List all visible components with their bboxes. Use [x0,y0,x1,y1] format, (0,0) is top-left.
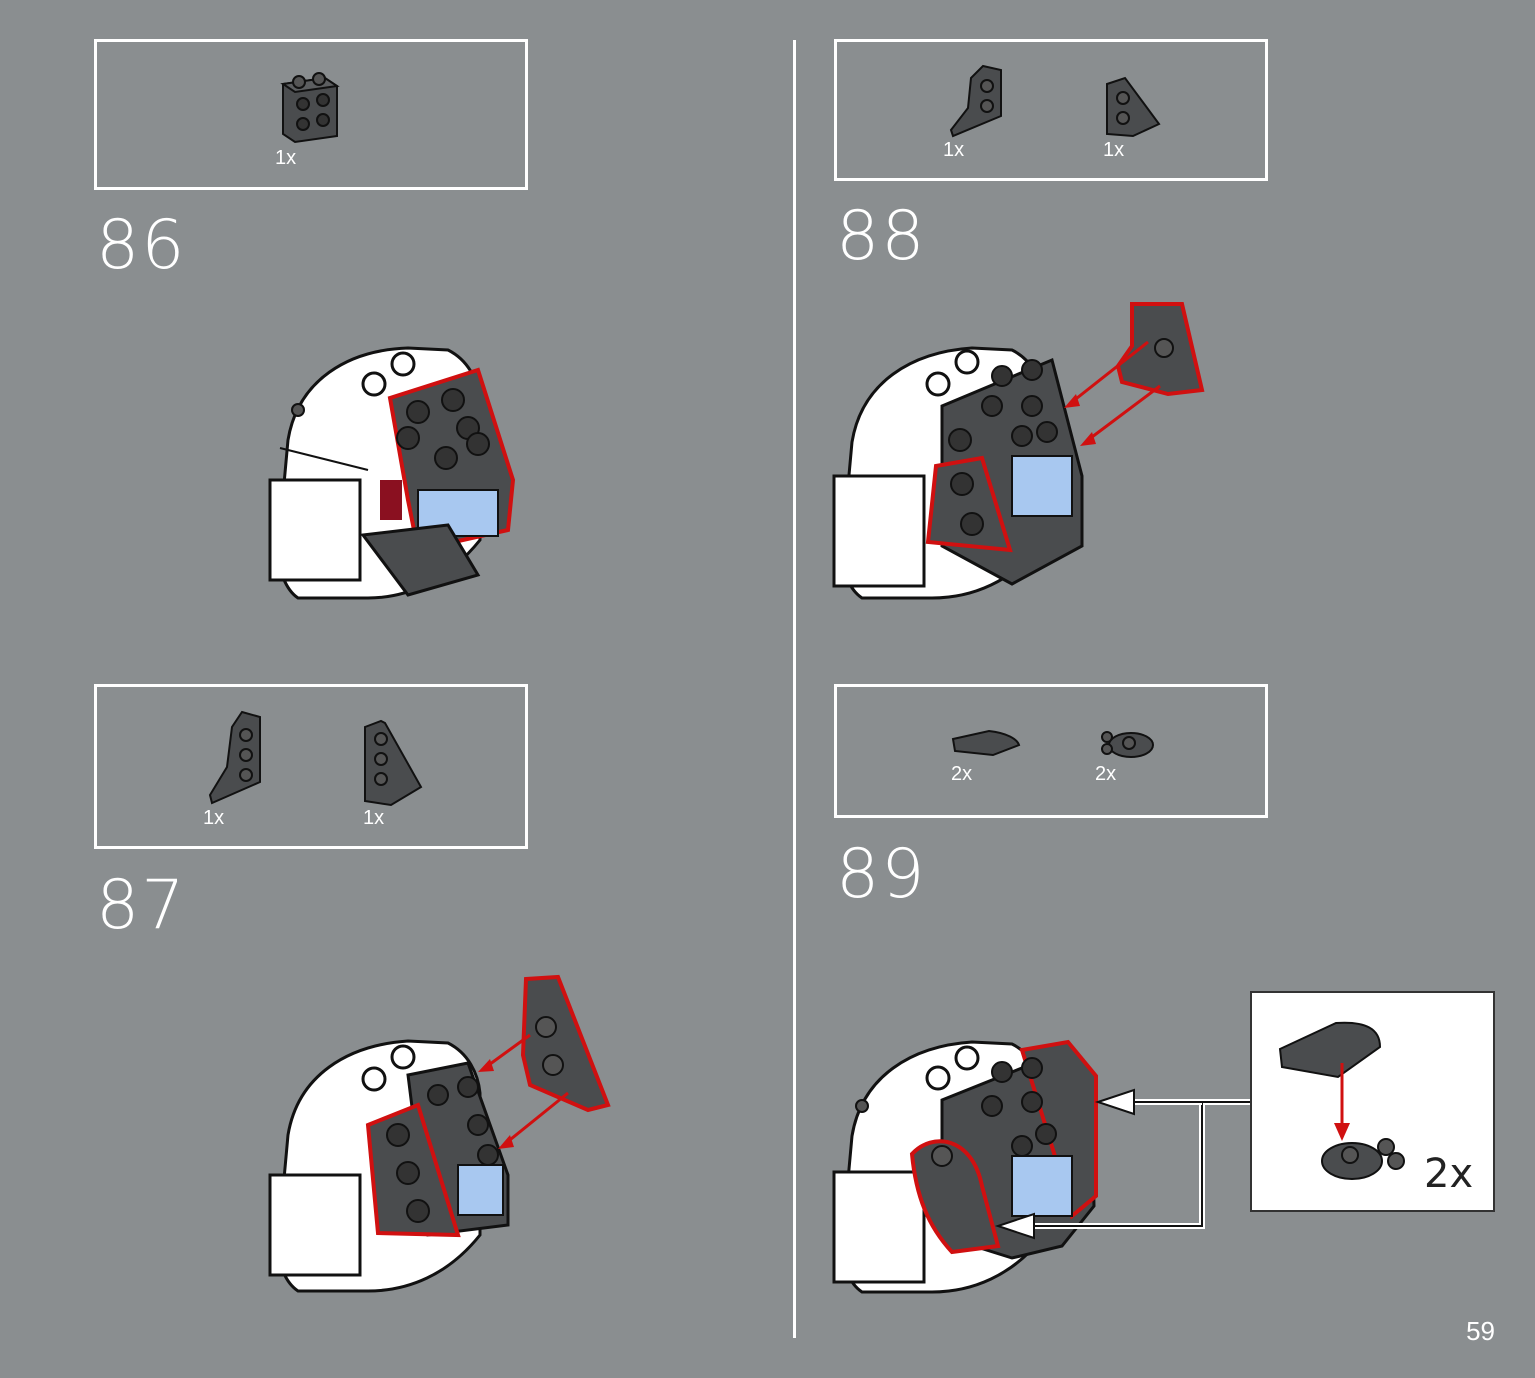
curved-slope-tile-icon [951,729,1021,757]
assembly-arrow-icon [1334,1063,1350,1141]
wedge-plate-right-icon [364,719,423,807]
step-number-89: 89 [836,835,927,914]
part-qty: 1x [1103,139,1125,161]
page-number: 59 [1466,1316,1495,1346]
step-88-assembly-illustration [832,302,1205,600]
parts-box-step-88: 1x 1x [834,39,1268,181]
step-number-87: 87 [96,866,187,945]
plate-with-clip-icon [1101,731,1154,758]
wedge-plate-right-small-icon [1106,76,1161,138]
parts-box-step-87: 1x 1x [94,684,528,849]
brick-2x2-studs-both-sides-icon [280,72,340,144]
part-qty: 1x [943,139,965,161]
part-qty: 1x [203,807,225,829]
curved-slope-tile-icon [1278,1021,1382,1079]
subassembly-callout: 2x [1250,991,1495,1212]
step-89-assembly-illustration [832,1039,1250,1294]
part-qty: 1x [275,147,297,169]
parts-box-step-86: 1x [94,39,528,190]
plate-with-clip-icon [1321,1138,1405,1180]
part-qty: 2x [1095,763,1117,785]
step-number-86: 86 [96,206,187,285]
step-number-88: 88 [836,197,927,276]
wedge-plate-left-small-icon [949,64,1002,138]
part-qty: 2x [951,763,973,785]
callout-qty: 2x [1424,1151,1474,1197]
step-87-assembly-illustration [268,974,611,1293]
part-qty: 1x [363,807,385,829]
wedge-plate-left-icon [208,710,261,805]
column-divider [793,40,796,1338]
step-86-assembly-illustration [268,346,516,600]
parts-box-step-89: 2x 2x [834,684,1268,818]
